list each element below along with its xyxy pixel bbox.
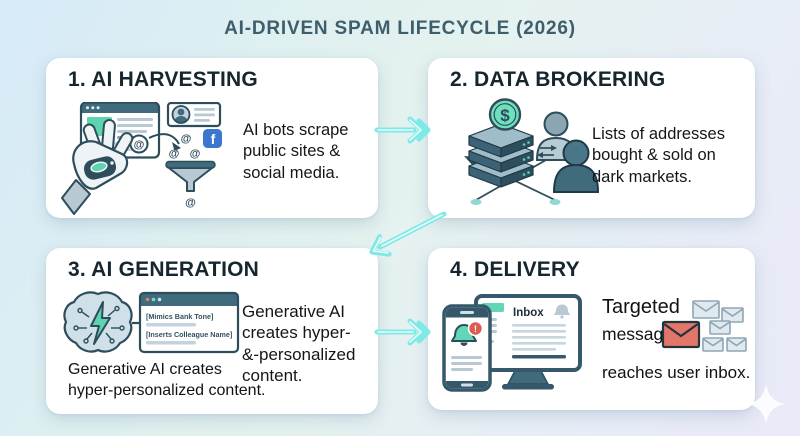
text-line: hyper-personalized content. bbox=[68, 381, 266, 399]
envelope-icon bbox=[709, 320, 731, 335]
scrape-arrow-icon bbox=[148, 133, 181, 151]
text-line: Generative AI creates bbox=[68, 361, 222, 378]
panel2-description: Lists of addresses bought & sold on dark… bbox=[592, 124, 725, 188]
facebook-f-glyph: f bbox=[211, 131, 216, 147]
envelope-icon bbox=[692, 300, 720, 319]
inbox-label: Inbox bbox=[513, 307, 544, 319]
panel3-description: Generative AI creates hyper- &-personali… bbox=[242, 301, 355, 387]
envelope-icon bbox=[721, 307, 744, 323]
text-line: social media. bbox=[243, 163, 340, 182]
dollar-glyph: $ bbox=[500, 106, 510, 125]
panel4-heading: 4. DELIVERY bbox=[450, 258, 580, 281]
text-line: &-personalized bbox=[242, 344, 356, 364]
seller-person-icon bbox=[552, 139, 600, 193]
flow-arrow-3-4 bbox=[374, 318, 431, 346]
panel3-caption: Generative AI creates hyper-personalized… bbox=[68, 360, 265, 402]
text-line: dark markets. bbox=[592, 167, 692, 186]
text-line: Generative AI bbox=[242, 302, 346, 321]
monitor-icon: Inbox bbox=[474, 294, 582, 390]
at-symbol: @ bbox=[185, 197, 196, 209]
email-field-2: [Inserts Colleague Name] bbox=[146, 330, 232, 339]
panel-ai-generation: 3. AI GENERATION bbox=[46, 248, 378, 414]
facebook-icon: f bbox=[203, 129, 222, 148]
text-line: content. bbox=[242, 366, 303, 386]
sparkle-icon bbox=[746, 384, 786, 424]
envelope-icon bbox=[726, 337, 747, 352]
panel-data-brokering: 2. DATA BROKERING bbox=[428, 58, 755, 218]
notification-badge: ! bbox=[467, 320, 484, 337]
at-symbol: @ bbox=[169, 148, 180, 160]
flow-arrow-1-2 bbox=[374, 116, 431, 144]
email-window-icon: [Mimics Bank Tone] [Inserts Colleague Na… bbox=[138, 291, 240, 354]
dollar-coin-icon: $ bbox=[488, 98, 522, 131]
panel2-heading: 2. DATA BROKERING bbox=[450, 68, 666, 91]
panel-delivery: 4. DELIVERY Inbox bbox=[428, 248, 755, 410]
text-line: creates hyper- bbox=[242, 323, 351, 343]
alert-mark: ! bbox=[474, 324, 477, 335]
panel1-heading: 1. AI HARVESTING bbox=[68, 68, 258, 91]
panel1-description: AI bots scrape public sites & social med… bbox=[243, 120, 348, 184]
server-stack-icon bbox=[468, 123, 534, 188]
funnel-icon bbox=[165, 160, 216, 192]
panel4-description: Targeted message reaches user inbox. bbox=[602, 296, 754, 408]
page-title: AI-DRIVEN SPAM LIFECYCLE (2026) bbox=[224, 18, 576, 39]
spam-envelope-icon bbox=[661, 320, 701, 349]
text-line: reaches user inbox. bbox=[602, 363, 751, 382]
flow-arrow-2-3 bbox=[369, 211, 447, 257]
ai-brain-icon bbox=[63, 291, 133, 353]
inbox-bell-icon bbox=[553, 304, 571, 319]
brokering-illustration: $ bbox=[464, 98, 600, 205]
text-line: Targeted bbox=[602, 296, 680, 318]
at-symbol: @ bbox=[134, 139, 145, 151]
generation-illustration: [Mimics Bank Tone] [Inserts Colleague Na… bbox=[63, 291, 240, 354]
at-symbol: @ bbox=[190, 148, 201, 160]
email-field-1: [Mimics Bank Tone] bbox=[146, 312, 213, 321]
lightning-bolt-icon bbox=[90, 301, 111, 345]
text-line: AI bots scrape bbox=[243, 121, 349, 139]
smartphone-icon: ! bbox=[442, 304, 492, 392]
text-line: public sites & bbox=[243, 142, 341, 161]
id-card-icon bbox=[166, 102, 222, 128]
exchange-arrows-icon bbox=[537, 145, 557, 158]
robot-hand-icon bbox=[61, 119, 134, 215]
delivery-illustration: Inbox bbox=[442, 294, 582, 392]
text-line: Lists of addresses bbox=[592, 125, 725, 143]
at-symbol: @ bbox=[181, 133, 192, 145]
text-line: message bbox=[602, 324, 674, 344]
harvesting-illustration: @ bbox=[61, 102, 222, 215]
panel-ai-harvesting: 1. AI HARVESTING @ bbox=[46, 58, 378, 218]
panel3-heading: 3. AI GENERATION bbox=[68, 258, 260, 281]
envelope-cluster-icon bbox=[661, 300, 747, 352]
text-line: bought & sold on bbox=[592, 146, 716, 165]
envelope-icon bbox=[702, 337, 724, 352]
